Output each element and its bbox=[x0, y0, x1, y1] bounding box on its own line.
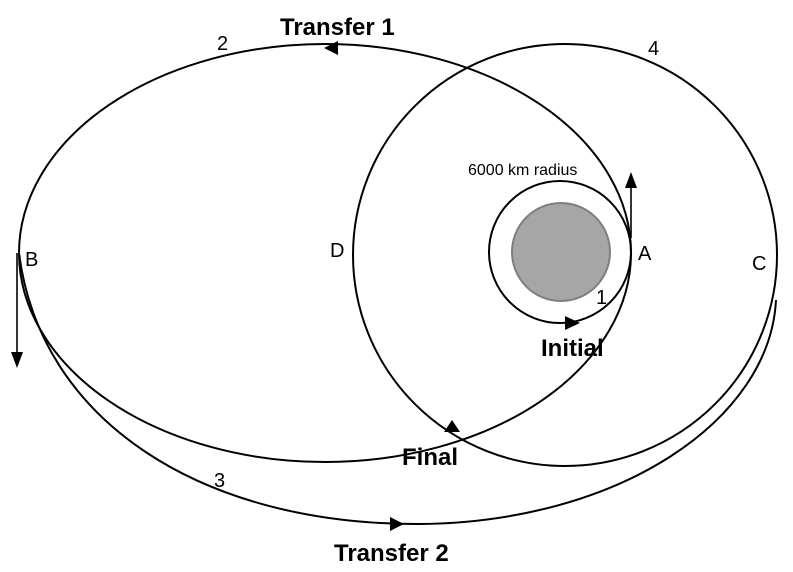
final-direction-arrow bbox=[444, 420, 460, 432]
burn-3-label: 3 bbox=[214, 470, 225, 492]
point-d-label: D bbox=[330, 240, 344, 262]
transfer-2-orbit bbox=[18, 252, 777, 526]
burn-1-label: 1 bbox=[596, 287, 607, 309]
point-b-label: B bbox=[25, 249, 38, 271]
transfer-1-direction-arrow bbox=[324, 41, 338, 55]
initial-label: Initial bbox=[541, 335, 604, 362]
final-label: Final bbox=[402, 444, 458, 471]
point-c-label: C bbox=[752, 253, 766, 275]
velocity-vector-b-head bbox=[11, 352, 23, 368]
central-planet bbox=[511, 202, 611, 302]
transfer-1-label: Transfer 1 bbox=[280, 14, 395, 41]
initial-direction-arrow bbox=[565, 316, 580, 330]
radius-note: 6000 km radius bbox=[468, 162, 577, 179]
burn-4-label: 4 bbox=[648, 38, 659, 60]
transfer-2-label: Transfer 2 bbox=[334, 540, 449, 567]
point-a-label: A bbox=[638, 243, 652, 265]
final-orbit bbox=[352, 43, 778, 467]
burn-2-label: 2 bbox=[217, 33, 228, 55]
velocity-vector-a-head bbox=[625, 172, 637, 188]
transfer-2-direction-arrow bbox=[390, 517, 404, 531]
